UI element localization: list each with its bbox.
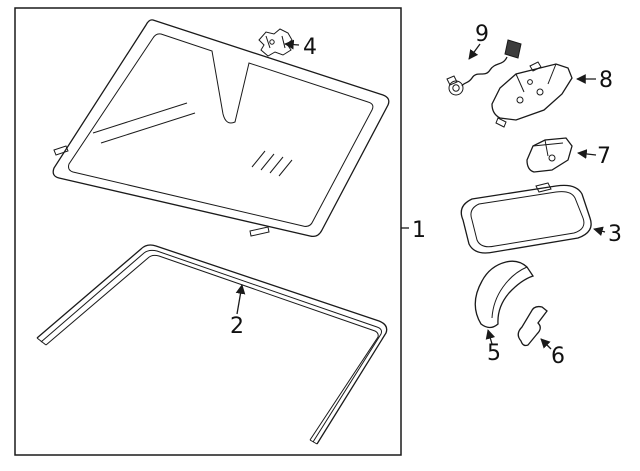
- windshield-outer-outline: [52, 19, 390, 238]
- reflection-tick: [251, 150, 266, 168]
- glass-stamp-bottom: [249, 226, 270, 237]
- bracket-detail: [265, 35, 271, 49]
- callout-9: 9: [475, 22, 489, 47]
- cover-outline: [474, 260, 535, 329]
- harness-wire: [461, 56, 508, 87]
- callout-labels: 1 2 3 4 5 6 7 8 9: [230, 22, 622, 369]
- leader-line-3: [593, 226, 606, 237]
- callout-3: 3: [608, 222, 622, 247]
- leader-line-9: [468, 43, 481, 60]
- wiring-harness-drawing: [446, 39, 522, 96]
- windshield-drawing: [52, 19, 390, 238]
- mirror-cover-trim-drawing: [517, 305, 548, 347]
- harness-plug-outer: [448, 80, 464, 96]
- trim-outline: [517, 305, 548, 347]
- part-1-enclosure: [14, 7, 402, 456]
- glass-stamp-left: [53, 145, 69, 156]
- leader-line-2: [235, 284, 246, 315]
- leader-line-4: [284, 39, 300, 50]
- molding-outer-line: [36, 244, 388, 445]
- molding-end-cap: [309, 439, 318, 445]
- bracket-hole: [536, 88, 544, 96]
- molding-inner-line: [45, 254, 379, 441]
- forward-sensor-drawing: [526, 137, 573, 173]
- reflection-tick: [260, 153, 275, 171]
- bracket-rib: [547, 63, 557, 85]
- leader-line-6: [540, 338, 552, 350]
- sensor-outline: [526, 137, 573, 173]
- sensor-bracket-drawing: [491, 61, 573, 128]
- enclosure-rect: [14, 7, 402, 456]
- sensor-lens: [548, 154, 556, 162]
- mirror-bracket-drawing: [258, 28, 293, 57]
- callout-7: 7: [597, 144, 611, 169]
- bracket-detail: [281, 35, 286, 49]
- bracket-rib: [515, 73, 525, 93]
- callout-4: 4: [303, 35, 317, 60]
- sensor-rib: [544, 139, 549, 157]
- molding-end-cap: [36, 337, 47, 346]
- molding-middle-line: [40, 249, 382, 443]
- cover-inner-line: [491, 266, 528, 319]
- harness-connector-top: [504, 39, 522, 59]
- rearview-mirror-drawing: [460, 182, 592, 254]
- mirror-outer-outline: [460, 184, 592, 254]
- windshield-inner-outline: [68, 33, 374, 227]
- callout-2: 2: [230, 314, 244, 339]
- reflection-line: [100, 112, 196, 144]
- bracket-outline: [258, 28, 293, 57]
- bracket-hole: [269, 39, 275, 45]
- leader-lines: [235, 39, 606, 350]
- bracket-tab: [529, 61, 542, 72]
- leader-line-5: [485, 329, 496, 345]
- bracket-hole: [527, 79, 533, 85]
- mirror-cover-drawing: [474, 260, 535, 329]
- reflection-tick: [269, 156, 284, 174]
- harness-plug-tab: [446, 75, 458, 86]
- harness-plug-inner: [452, 84, 460, 92]
- sensor-bracket-outline: [491, 63, 573, 121]
- callout-1: 1: [412, 218, 426, 243]
- callout-5: 5: [487, 341, 501, 366]
- reveal-molding-drawing: [36, 244, 388, 445]
- callout-6: 6: [551, 344, 565, 369]
- mirror-inner-outline: [470, 191, 585, 248]
- leader-line-7: [577, 149, 597, 159]
- bracket-tab: [495, 117, 507, 128]
- reflection-line: [92, 102, 188, 134]
- bracket-hole: [516, 96, 524, 104]
- mirror-mount-tab: [535, 182, 552, 193]
- reflection-tick: [278, 159, 293, 177]
- callout-8: 8: [599, 68, 613, 93]
- sensor-top-edge: [532, 142, 564, 147]
